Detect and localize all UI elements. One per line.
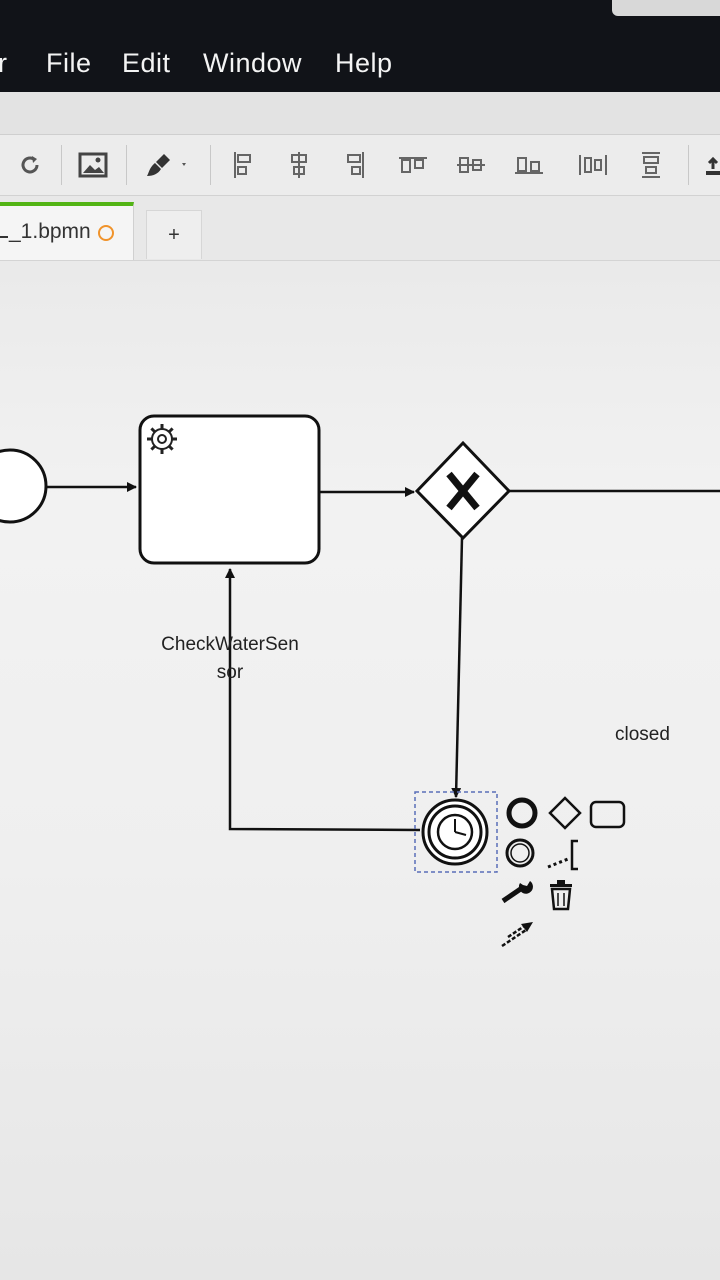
sequence-flow-timer-to-task[interactable] [225, 568, 421, 832]
align-middle-icon[interactable] [454, 149, 488, 181]
menu-file[interactable]: File [46, 48, 92, 78]
upload-icon[interactable] [702, 149, 720, 181]
wrench-icon[interactable] [501, 881, 533, 904]
diagram-canvas[interactable]: CheckWaterSen sor closed [0, 261, 720, 1280]
menu-window[interactable]: Window [203, 48, 303, 78]
flow-label-closed: closed [615, 724, 670, 745]
end-event-icon[interactable] [506, 797, 538, 829]
align-top-icon[interactable] [396, 149, 430, 181]
toolbar [0, 135, 720, 196]
gear-icon [147, 424, 177, 454]
file-tabs: _1.bpmn + [0, 196, 720, 261]
tab-active-file[interactable]: _1.bpmn [0, 202, 134, 260]
window-edge [612, 0, 720, 16]
align-left-icon[interactable] [228, 149, 256, 181]
distribute-vertical-icon[interactable] [636, 149, 666, 181]
bpmn-diagram [0, 414, 720, 948]
align-bottom-icon[interactable] [512, 149, 546, 181]
service-task[interactable] [138, 414, 321, 565]
selection-outline [414, 791, 498, 873]
text-annotation-icon[interactable] [547, 839, 578, 871]
align-center-icon[interactable] [285, 149, 313, 181]
x-marker-icon [446, 471, 480, 511]
menu-bar: r File Edit Window Help [0, 0, 720, 92]
redo-icon[interactable] [14, 149, 46, 181]
sequence-flow-gateway-to-timer[interactable] [451, 537, 464, 798]
image-icon[interactable] [76, 149, 110, 181]
distribute-horizontal-icon[interactable] [576, 149, 610, 181]
intermediate-event-icon[interactable] [505, 838, 535, 868]
tab-file-name: _1.bpmn [0, 220, 91, 244]
menu-app-label[interactable]: r [0, 48, 8, 78]
task-icon[interactable] [589, 800, 626, 829]
clock-icon [436, 813, 474, 851]
menu-edit[interactable]: Edit [122, 48, 171, 78]
gateway-icon[interactable] [548, 796, 582, 830]
paint-brush-icon[interactable] [142, 149, 192, 181]
trash-icon[interactable] [550, 880, 572, 911]
start-event[interactable] [0, 448, 48, 524]
menu-help[interactable]: Help [335, 48, 393, 78]
add-tab-button[interactable]: + [146, 210, 202, 259]
task-label: CheckWaterSen sor [161, 634, 299, 683]
connect-arrow-icon[interactable] [501, 922, 533, 948]
truncated-prefix [0, 236, 8, 238]
unsaved-indicator-icon [98, 225, 114, 241]
align-right-icon[interactable] [342, 149, 370, 181]
modeler-window: _1.bpmn + [0, 92, 720, 1280]
title-strip [0, 92, 720, 135]
